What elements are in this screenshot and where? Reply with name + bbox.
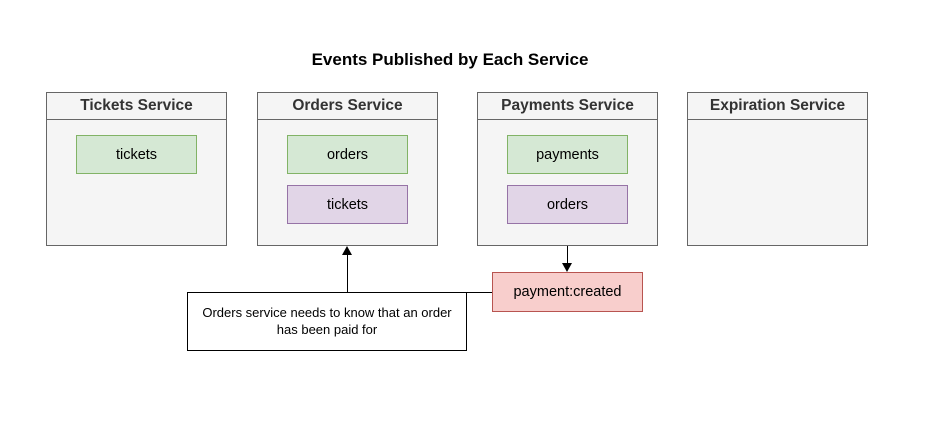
event-box-payments: payments xyxy=(507,135,628,174)
event-box-tickets: tickets xyxy=(287,185,408,224)
event-box-orders: orders xyxy=(287,135,408,174)
service-box-orders: Orders Service orders tickets xyxy=(257,92,438,246)
service-box-payments: Payments Service payments orders xyxy=(477,92,658,246)
service-title-orders: Orders Service xyxy=(258,93,437,120)
arrowhead-up-icon xyxy=(342,246,352,255)
arrowhead-down-icon xyxy=(562,263,572,272)
event-box-orders: orders xyxy=(507,185,628,224)
service-body-tickets: tickets xyxy=(47,120,226,174)
arrow-line-note-to-orders xyxy=(347,253,348,292)
service-title-tickets: Tickets Service xyxy=(47,93,226,120)
arrow-line-payments-to-message xyxy=(567,246,568,264)
note-box: Orders service needs to know that an ord… xyxy=(187,292,467,351)
diagram-title: Events Published by Each Service xyxy=(311,50,589,69)
note-text: Orders service needs to know that an ord… xyxy=(202,305,452,337)
message-box-payment-created: payment:created xyxy=(492,272,643,312)
service-title-payments: Payments Service xyxy=(478,93,657,120)
service-body-payments: payments orders xyxy=(478,120,657,224)
service-body-expiration xyxy=(688,120,867,135)
connector-line-note-to-message xyxy=(467,292,492,293)
event-box-tickets: tickets xyxy=(76,135,197,174)
service-body-orders: orders tickets xyxy=(258,120,437,224)
service-box-tickets: Tickets Service tickets xyxy=(46,92,227,246)
service-title-expiration: Expiration Service xyxy=(688,93,867,120)
service-box-expiration: Expiration Service xyxy=(687,92,868,246)
